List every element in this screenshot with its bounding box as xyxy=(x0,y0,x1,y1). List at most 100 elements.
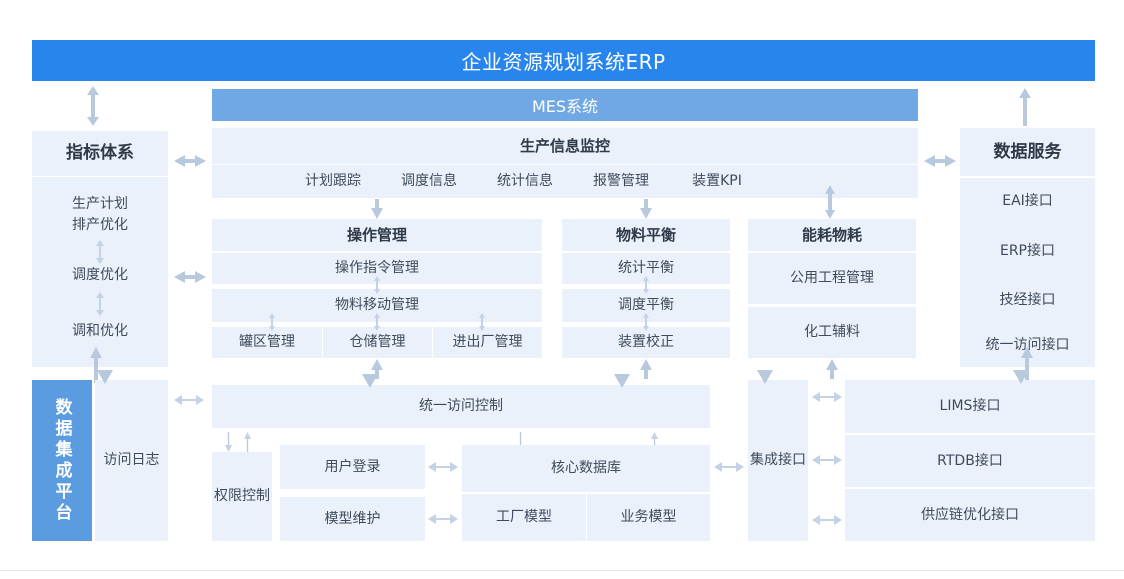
right-panel-item-3[interactable]: 统一访问接口 xyxy=(960,330,1095,360)
module-operation-bottom-1[interactable]: 仓储管理 xyxy=(322,326,432,358)
module-operation-bottom-label-2: 进出厂管理 xyxy=(452,334,523,351)
right-panel-item-label-2: 技经接口 xyxy=(999,291,1056,308)
left-panel-item-0[interactable]: 生产计划 排产优化 xyxy=(32,192,168,238)
module-energy-row-label-0: 公用工程管理 xyxy=(790,270,874,287)
module-energy-row-1[interactable]: 化工辅料 xyxy=(748,306,916,358)
monitor-item-label-1: 调度信息 xyxy=(401,172,457,189)
monitor-item-label-4: 装置KPI xyxy=(692,172,742,189)
mes-title-bar: MES系统 xyxy=(212,89,918,121)
arrow-up-db-to-material xyxy=(640,359,652,379)
module-operation-row-label-1: 物料移动管理 xyxy=(335,297,419,314)
interface-lims-label: LIMS接口 xyxy=(939,398,1001,415)
arrow-left-right-db-integration xyxy=(714,462,744,472)
model-maintain[interactable]: 模型维护 xyxy=(280,497,425,541)
monitor-title: 生产信息监控 xyxy=(519,136,610,155)
arrow-up-down-material-1 xyxy=(643,276,649,294)
module-operation-row-label-0: 操作指令管理 xyxy=(335,260,419,277)
right-panel-item-1[interactable]: ERP接口 xyxy=(960,232,1095,270)
left-panel-body xyxy=(32,177,168,367)
right-panel-body xyxy=(960,177,1095,367)
arrow-up-permission-to-access xyxy=(244,432,251,452)
monitor-item-3[interactable]: 报警管理 xyxy=(578,167,664,195)
left-panel-item-label-0: 生产计划 xyxy=(72,196,128,212)
arrow-left-right-monitor-dataservice xyxy=(924,155,956,167)
arrow-left-right-indicator-monitor xyxy=(174,155,206,167)
left-panel-header: 指标体系 xyxy=(32,131,168,176)
arrow-left-right-integration-lims xyxy=(812,392,842,402)
arrow-up-interfaces-to-dataservice xyxy=(1021,347,1033,381)
arrow-down-energy-to-integration xyxy=(757,370,773,384)
bottom-divider xyxy=(0,570,1124,571)
arrow-left-right-integration-supplychain xyxy=(812,515,842,525)
left-panel-item-label-3: 调和优化 xyxy=(72,322,128,339)
module-operation-bottom-label-0: 罐区管理 xyxy=(239,334,295,351)
interface-rtdb-label: RTDB接口 xyxy=(937,452,1003,469)
platform-vertical-bar: 数据集成平台 xyxy=(32,380,92,541)
module-energy-row-0[interactable]: 公用工程管理 xyxy=(748,252,916,304)
arrow-up-down-operation-4 xyxy=(479,313,485,331)
platform-access-log-label: 访问日志 xyxy=(103,452,160,469)
monitor-item-1[interactable]: 调度信息 xyxy=(386,167,472,195)
module-operation-row-0[interactable]: 操作指令管理 xyxy=(212,252,542,284)
monitor-item-label-3: 报警管理 xyxy=(593,172,649,189)
mes-title-text: MES系统 xyxy=(531,97,599,116)
monitor-subbar xyxy=(212,164,918,198)
business-model[interactable]: 业务模型 xyxy=(586,493,710,541)
module-energy-title: 能耗物耗 xyxy=(801,225,862,244)
monitor-item-label-2: 统计信息 xyxy=(497,172,553,189)
interface-supplychain[interactable]: 供应链优化接口 xyxy=(845,488,1095,541)
arrow-left-right-login-db xyxy=(428,462,458,472)
monitor-item-4[interactable]: 装置KPI xyxy=(674,167,760,195)
module-energy-row-label-1: 化工辅料 xyxy=(804,324,860,341)
arrow-left-right-model-factory xyxy=(428,514,458,524)
module-operation-bottom-0[interactable]: 罐区管理 xyxy=(212,326,322,358)
monitor-item-2[interactable]: 统计信息 xyxy=(482,167,568,195)
permission-control[interactable]: 权限控制 xyxy=(212,452,272,541)
left-panel-item-2[interactable]: 调度优化 xyxy=(32,264,168,286)
arrow-down-left-to-platform xyxy=(97,370,113,384)
module-energy-header: 能耗物耗 xyxy=(748,219,916,251)
arrow-down-operation-to-access xyxy=(362,374,378,388)
core-database-label: 核心数据库 xyxy=(551,460,621,477)
left-panel-item-3[interactable]: 调和优化 xyxy=(32,320,168,342)
platform-access-log[interactable]: 访问日志 xyxy=(95,380,168,541)
right-panel-item-label-3: 统一访问接口 xyxy=(985,336,1070,353)
integration-interface-label: 集成接口 xyxy=(750,452,806,469)
interface-lims[interactable]: LIMS接口 xyxy=(845,380,1095,433)
right-panel-item-label-1: ERP接口 xyxy=(999,242,1055,259)
arrow-up-down-left-panel-1 xyxy=(96,240,104,264)
integration-interface[interactable]: 集成接口 xyxy=(748,380,808,541)
module-material-row-2[interactable]: 装置校正 xyxy=(562,326,730,358)
right-panel-item-0[interactable]: EAI接口 xyxy=(960,182,1095,220)
core-database[interactable]: 核心数据库 xyxy=(462,445,710,492)
arrow-up-right-erp xyxy=(1019,88,1031,126)
user-login[interactable]: 用户登录 xyxy=(280,445,425,489)
arrow-up-down-operation-3 xyxy=(269,313,275,331)
right-panel-item-label-0: EAI接口 xyxy=(1002,192,1053,209)
erp-title-text: 企业资源规划系统ERP xyxy=(461,50,666,74)
module-material-title: 物料平衡 xyxy=(615,225,676,244)
module-operation-bottom-2[interactable]: 进出厂管理 xyxy=(432,326,542,358)
permission-control-label: 权限控制 xyxy=(214,488,270,505)
arrow-up-down-left-panel-2 xyxy=(96,292,104,316)
monitor-item-0[interactable]: 计划跟踪 xyxy=(290,167,376,195)
arrow-left-right-log-access xyxy=(174,395,204,405)
module-material-row-label-1: 调度平衡 xyxy=(618,297,674,314)
interface-rtdb[interactable]: RTDB接口 xyxy=(845,434,1095,487)
module-material-row-label-2: 装置校正 xyxy=(618,334,674,351)
access-control-label: 统一访问控制 xyxy=(419,398,503,415)
erp-title-bar: 企业资源规划系统ERP xyxy=(32,40,1095,81)
arrow-up-down-monitor-energy xyxy=(825,185,835,219)
access-control-bar[interactable]: 统一访问控制 xyxy=(212,385,710,428)
factory-model-label: 工厂模型 xyxy=(496,509,552,526)
right-panel-item-2[interactable]: 技经接口 xyxy=(960,281,1095,319)
left-panel-title: 指标体系 xyxy=(66,143,134,164)
factory-model[interactable]: 工厂模型 xyxy=(462,493,586,541)
right-panel-title: 数据服务 xyxy=(993,141,1062,162)
arrow-up-down-material-2 xyxy=(643,313,649,331)
module-operation-header: 操作管理 xyxy=(212,219,542,251)
user-login-label: 用户登录 xyxy=(324,458,381,475)
arrow-up-access-to-operation xyxy=(371,359,383,379)
arrow-up-down-left-erp xyxy=(87,86,99,126)
